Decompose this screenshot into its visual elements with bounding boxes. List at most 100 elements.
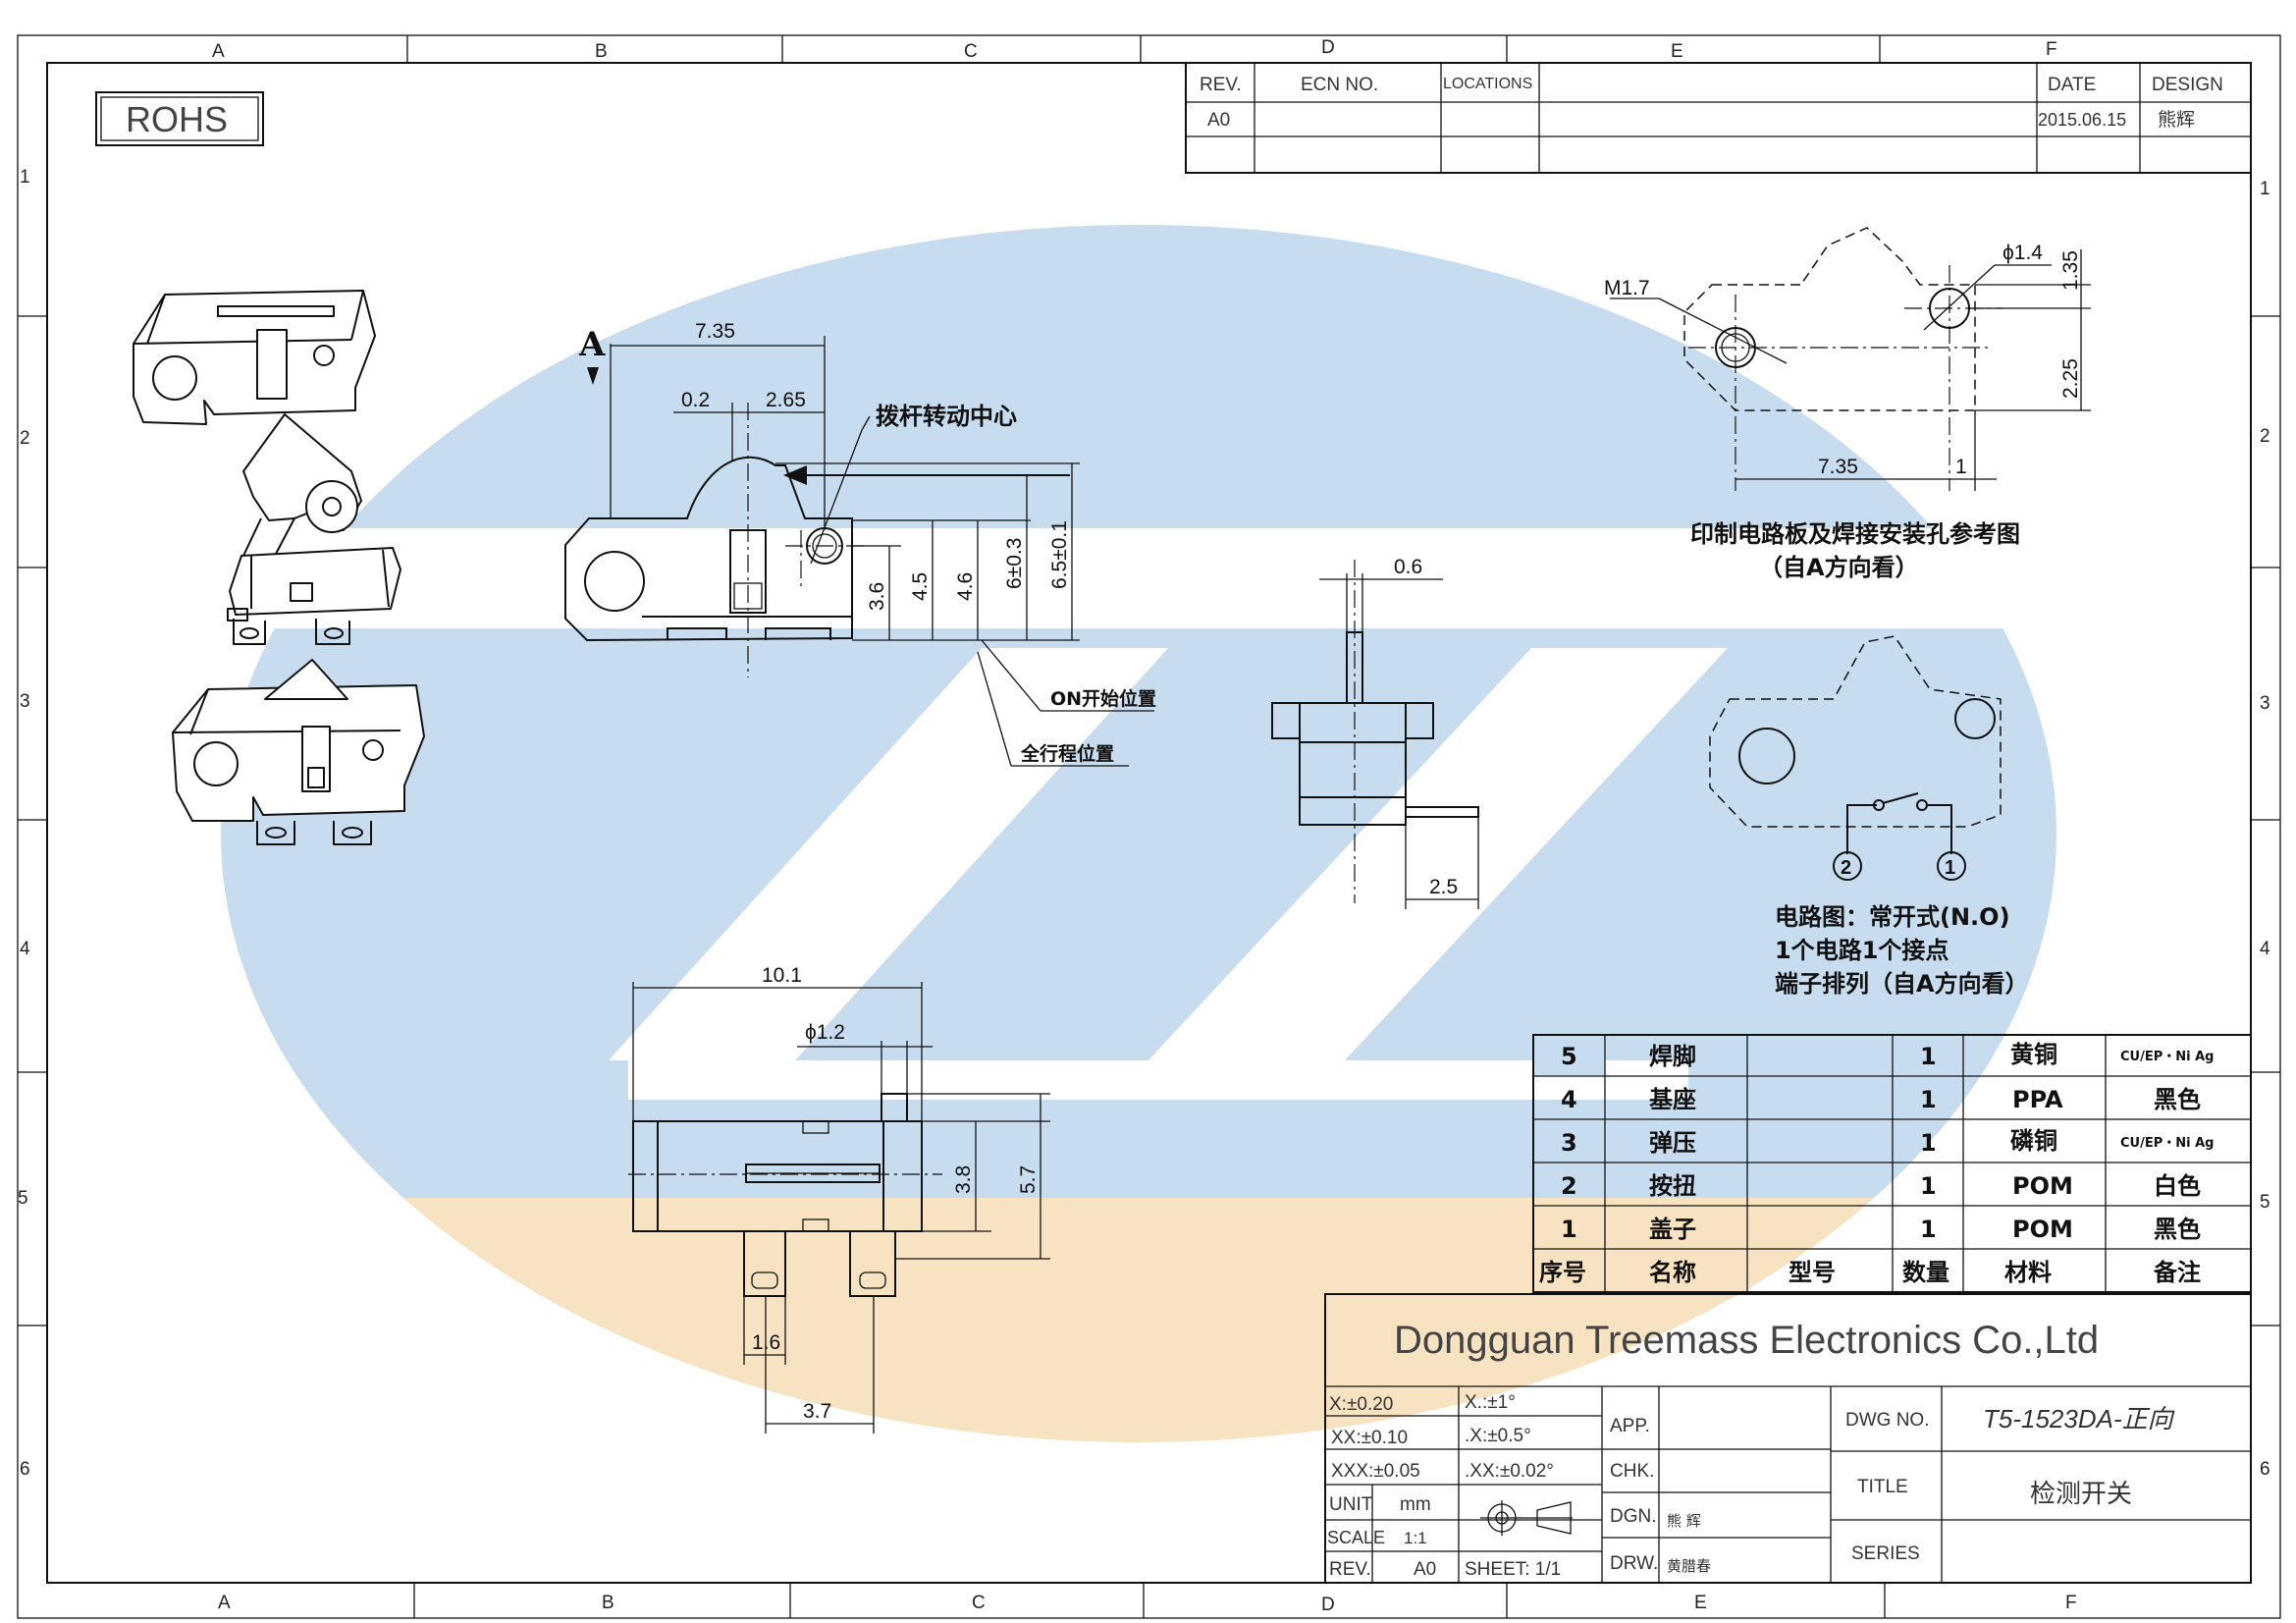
bom-row2-no: 2	[1561, 1172, 1577, 1200]
side-view: A 7.35 0.2 2.65 拨杆转动中心 3.6 4.5 4.6 6±0.3…	[564, 320, 1156, 767]
ang-xx: .X:±0.5°	[1465, 1426, 1531, 1446]
bom-row1-material: POM	[2012, 1216, 2073, 1243]
bom-row1-remark: 黑色	[2154, 1216, 2201, 1243]
zone-col-b-top: B	[595, 41, 608, 62]
date-header: DATE	[2048, 75, 2096, 95]
zone-row-6-right: 6	[2260, 1459, 2270, 1480]
dim-pcb-135: 1.35	[2059, 250, 2082, 291]
bom-row2-name: 按扭	[1649, 1172, 1696, 1200]
projection-symbol	[1480, 1500, 1573, 1536]
pin-1-label: 1	[1945, 857, 1955, 879]
tol-xxx: XXX:±0.05	[1331, 1461, 1420, 1482]
zone-row-6-left: 6	[20, 1459, 30, 1480]
label-on-position: ON开始位置	[1050, 687, 1156, 710]
zone-row-5-right: 5	[2260, 1192, 2270, 1213]
unit-label: UNIT	[1329, 1494, 1373, 1515]
rev-header: REV.	[1200, 75, 1242, 95]
dim-side-265: 2.65	[766, 389, 806, 411]
zone-row-1-right: 1	[2260, 179, 2270, 199]
revision-table: REV. ECN NO. LOCATIONS DATE DESIGN A0 20…	[1185, 62, 2252, 174]
title-block: Dongguan Treemass Electronics Co.,Ltd X:…	[1324, 1293, 2252, 1584]
dim-pcb-225: 2.25	[2059, 358, 2082, 399]
rev-value: A0	[1207, 110, 1230, 131]
rohs-label: ROHS	[126, 99, 228, 139]
dim-side-46: 4.6	[954, 572, 977, 601]
bom-header-no: 序号	[1539, 1259, 1586, 1286]
chk-label: CHK.	[1610, 1461, 1654, 1482]
scale-value: 1:1	[1404, 1529, 1427, 1547]
rohs-mark: ROHS	[95, 91, 264, 146]
design-value: 熊辉	[2158, 109, 2195, 131]
dim-pcb-phi14: ϕ1.4	[2002, 242, 2043, 264]
ecn-header: ECN NO.	[1301, 75, 1378, 95]
bom-table: 5 焊脚 1 黄铜 CU/EP・Ni Ag 4 基座 1 PPA 黑色 3 弹压…	[1532, 1034, 2252, 1293]
bom-header-name: 名称	[1649, 1259, 1696, 1286]
label-pivot-center: 拨杆转动中心	[876, 403, 1017, 430]
dim-side-36: 3.6	[866, 582, 888, 611]
rev-value: A0	[1414, 1559, 1436, 1580]
title-value: 检测开关	[2030, 1480, 2132, 1509]
bom-row2-remark: 白色	[2154, 1172, 2201, 1200]
dim-bottom-101: 10.1	[762, 964, 802, 987]
zone-row-4-left: 4	[20, 939, 30, 959]
zone-col-e-bottom: E	[1694, 1593, 1707, 1613]
bom-row3-no: 3	[1561, 1129, 1577, 1157]
zone-col-a-top: A	[212, 41, 225, 62]
zone-col-a-bottom: A	[218, 1593, 231, 1613]
unit-value: mm	[1400, 1494, 1431, 1515]
zone-col-d-bottom: D	[1321, 1595, 1335, 1615]
watermark-logo	[221, 225, 2056, 1442]
dgn-value: 熊 辉	[1667, 1512, 1701, 1530]
dim-pcb-735: 7.35	[1818, 456, 1858, 478]
design-header: DESIGN	[2152, 75, 2223, 95]
bom-row4-qty: 1	[1920, 1086, 1937, 1113]
zone-row-5-left: 5	[18, 1188, 28, 1209]
bom-header-model: 型号	[1789, 1259, 1836, 1286]
date-value: 2015.06.15	[2038, 110, 2126, 130]
tol-x: X:±0.20	[1329, 1394, 1393, 1415]
dwg-no-label: DWG NO.	[1845, 1410, 1930, 1431]
bom-row1-qty: 1	[1920, 1216, 1937, 1243]
bom-row5-no: 5	[1561, 1043, 1577, 1070]
zone-col-f-top: F	[2046, 39, 2057, 60]
dim-pcb-m17: M1.7	[1604, 277, 1650, 299]
zone-col-d-top: D	[1321, 37, 1335, 58]
dim-pcb-1: 1	[1955, 456, 1967, 478]
zone-col-c-top: C	[964, 41, 978, 62]
dim-side-6: 6±0.3	[1003, 538, 1026, 589]
dim-bottom-38: 3.8	[952, 1165, 975, 1194]
series-label: SERIES	[1851, 1543, 1920, 1564]
bom-row1-no: 1	[1561, 1216, 1577, 1243]
zone-row-4-right: 4	[2260, 939, 2270, 959]
circuit-line-2: 1个电路1个接点	[1775, 937, 1949, 964]
dwg-no-value: T5-1523DA-正向	[1983, 1404, 2175, 1434]
title-label: TITLE	[1857, 1477, 1908, 1497]
bom-row3-qty: 1	[1920, 1129, 1937, 1157]
dim-side-02: 0.2	[681, 389, 710, 411]
bom-row4-no: 4	[1561, 1086, 1577, 1113]
isometric-views	[133, 290, 425, 845]
view-marker-a: A	[578, 325, 606, 364]
sheet-label: SHEET: 1/1	[1465, 1559, 1561, 1580]
app-label: APP.	[1610, 1416, 1650, 1436]
zone-row-1-left: 1	[20, 167, 30, 188]
drw-label: DRW.	[1610, 1553, 1658, 1574]
zone-col-b-bottom: B	[602, 1593, 614, 1613]
drawing-frame: A B C D E F A B C D E F 1 2 3 4 5 6 1 2 …	[17, 34, 2281, 1619]
circuit-line-3: 端子排列（自A方向看）	[1775, 970, 2029, 998]
dim-side-45: 4.5	[909, 572, 932, 601]
company-name: Dongguan Treemass Electronics Co.,Ltd	[1394, 1319, 2099, 1362]
bom-header-remark: 备注	[2153, 1259, 2201, 1286]
zone-row-2-right: 2	[2260, 426, 2270, 447]
rev-label: REV.	[1329, 1559, 1371, 1580]
dim-bottom-phi12: ϕ1.2	[805, 1021, 845, 1044]
bom-header-material: 材料	[2004, 1259, 2052, 1286]
pcb-caption-2: （自A方向看）	[1759, 554, 1919, 581]
bom-row4-remark: 黑色	[2154, 1086, 2201, 1113]
bom-row3-material: 磷铜	[2010, 1127, 2057, 1155]
bom-row2-qty: 1	[1920, 1172, 1937, 1200]
locations-header: LOCATIONS	[1443, 76, 1532, 92]
dim-front-25: 2.5	[1429, 876, 1458, 898]
pin-2-label: 2	[1841, 857, 1851, 879]
